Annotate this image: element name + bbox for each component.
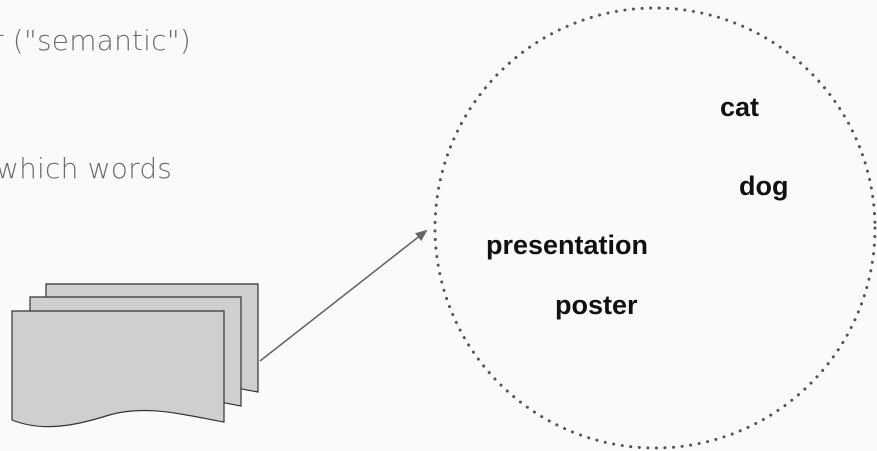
arrow-icon: [259, 229, 428, 362]
space-word-poster: poster: [555, 290, 638, 320]
space-word-dog: dog: [739, 171, 789, 201]
document-front: [11, 310, 225, 428]
body-text-line-which-words: which words: [0, 152, 173, 185]
space-word-presentation: presentation: [486, 230, 649, 260]
space-word-cat: cat: [720, 92, 760, 122]
body-text-line-semantic: r ("semantic"): [0, 24, 191, 57]
semantic-space-circle: [433, 6, 877, 450]
document-stack-icon: [11, 283, 259, 428]
